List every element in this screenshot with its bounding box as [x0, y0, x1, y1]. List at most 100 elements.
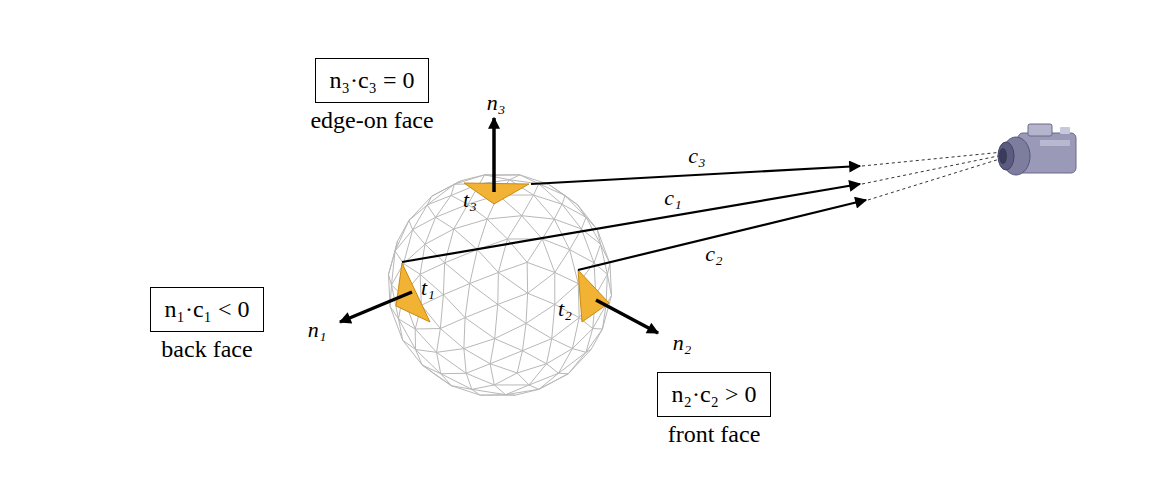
mesh-edge	[470, 250, 478, 284]
mesh-edge	[558, 373, 568, 374]
mesh-edge	[494, 384, 529, 385]
mesh-edge	[539, 374, 568, 390]
mesh-edge	[526, 323, 552, 338]
mesh-edge	[572, 349, 586, 353]
mesh-edge	[562, 204, 581, 229]
mesh-edge	[425, 229, 454, 244]
symbol-label: c₂	[705, 243, 722, 265]
view-vector-c1	[402, 184, 860, 262]
mesh-edge	[515, 389, 538, 395]
mesh-edge	[425, 217, 436, 244]
camera-icon	[998, 124, 1076, 175]
symbol-label: n₃	[487, 92, 506, 114]
mesh-edge	[477, 250, 498, 273]
mesh-edge	[494, 174, 519, 175]
symbol-label: c₁	[664, 187, 681, 209]
mesh-edge	[570, 250, 579, 284]
mesh-edge	[445, 229, 454, 263]
mesh-edge	[581, 217, 586, 229]
symbol-label: t₃	[463, 189, 477, 211]
mesh-edge	[465, 318, 495, 339]
mesh-edge	[586, 329, 603, 352]
mesh-edge	[480, 395, 515, 396]
mesh-edge	[526, 304, 555, 323]
mesh-edge	[610, 264, 612, 296]
mesh-edge	[507, 216, 521, 239]
mesh-edge	[477, 219, 487, 250]
mesh-edge	[416, 349, 437, 352]
mesh-edge	[529, 385, 539, 389]
mesh-edge	[555, 250, 570, 273]
mesh-edge	[526, 293, 528, 323]
mesh-edge	[527, 239, 542, 262]
view-vector-c3	[531, 166, 860, 184]
face-caption: back face	[161, 336, 252, 363]
normal-n1	[340, 292, 412, 322]
mesh-edge	[552, 304, 555, 338]
mesh-edge	[409, 221, 413, 230]
mesh-edge	[522, 339, 551, 351]
mesh-edge	[539, 184, 562, 204]
mesh-edge	[562, 196, 565, 205]
mesh-edge	[437, 349, 464, 353]
faces	[396, 183, 609, 322]
mesh-edge	[443, 295, 465, 318]
geodesic-sphere	[388, 175, 611, 395]
mesh-edge	[464, 318, 465, 349]
view-vectors	[402, 166, 866, 270]
mesh-edge	[464, 339, 495, 349]
mesh-edge	[415, 328, 440, 329]
mesh-edge	[522, 323, 526, 350]
mesh-edge	[572, 329, 592, 349]
view-vector-c2	[578, 200, 866, 270]
mesh-edge	[470, 272, 499, 283]
annotation-box: n₁·c₁ < 0back face	[150, 287, 265, 363]
mesh-edge	[464, 349, 466, 374]
mesh-edge	[470, 284, 498, 305]
mesh-edge	[427, 205, 435, 217]
mesh-edge	[534, 195, 555, 219]
symbol-label: t₁	[421, 277, 435, 299]
mesh-edge	[420, 263, 445, 274]
mesh-edge	[547, 339, 552, 364]
mesh-edge	[451, 386, 480, 395]
mesh-edge	[506, 389, 539, 394]
mesh-edge	[552, 339, 573, 349]
mesh-edge	[404, 230, 413, 264]
mesh-edge	[568, 349, 591, 373]
mesh-edge	[485, 174, 520, 175]
mesh-edge	[581, 229, 594, 263]
mesh-edge	[490, 351, 522, 364]
mesh-edge	[415, 329, 416, 349]
formula-box: n₃·c₃ = 0	[315, 58, 430, 103]
mesh-edge	[494, 373, 517, 385]
mesh-edge	[440, 318, 465, 329]
mesh-edge	[399, 319, 416, 350]
mesh-edge	[487, 216, 522, 219]
normal-n2	[596, 300, 658, 333]
mesh-edge	[495, 304, 498, 338]
mesh-edge	[443, 284, 469, 295]
mesh-edge	[549, 184, 578, 205]
symbol-label: t₂	[558, 298, 572, 320]
annotation-box: n₂·c₂ > 0front face	[657, 372, 772, 448]
mesh-edge	[388, 241, 397, 275]
dashed-rays	[862, 152, 1003, 200]
mesh-edge	[498, 262, 527, 272]
mesh-edge	[495, 323, 526, 338]
mesh-edge	[529, 373, 558, 385]
mesh-edge	[494, 385, 505, 395]
mesh-edge	[466, 364, 490, 373]
mesh-edge	[517, 351, 522, 373]
mesh-edge	[466, 373, 494, 385]
mesh-edge	[413, 230, 425, 245]
symbol-label: n₂	[673, 332, 692, 354]
mesh-edge	[527, 262, 528, 293]
mesh-edge	[395, 221, 409, 252]
mesh-edge	[415, 329, 436, 352]
mesh-edge	[547, 364, 559, 373]
mesh-edge	[490, 364, 517, 373]
mesh-edge	[437, 329, 441, 353]
